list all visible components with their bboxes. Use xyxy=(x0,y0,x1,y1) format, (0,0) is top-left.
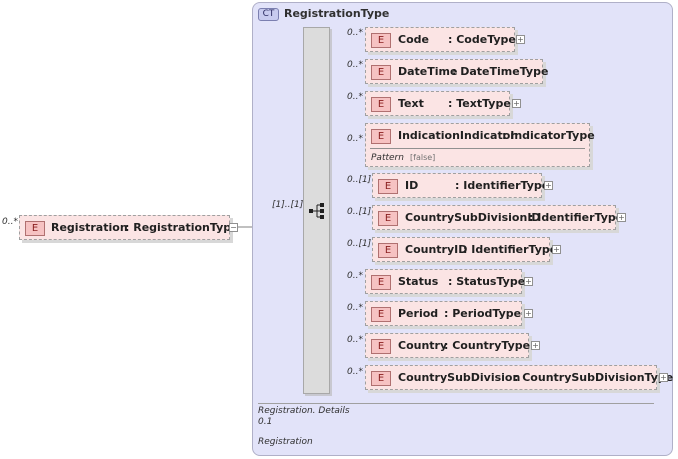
expand-icon[interactable]: + xyxy=(659,373,668,382)
expand-icon[interactable]: + xyxy=(617,213,626,222)
element-badge: E xyxy=(378,243,398,258)
expand-icon[interactable]: + xyxy=(524,309,533,318)
element-type: : CodeType xyxy=(448,33,516,46)
element-type: : IndicatorType xyxy=(502,129,595,142)
element-type: : CountrySubDivisionType xyxy=(514,371,674,384)
element-type: : CountryType xyxy=(444,339,531,352)
element-type: : StatusType xyxy=(448,275,526,288)
multiplicity-datetime: 0..* xyxy=(347,60,363,70)
multiplicity-text: 0..* xyxy=(347,92,363,102)
collapse-icon[interactable]: − xyxy=(229,223,238,232)
element-name: DateTime xyxy=(398,65,458,78)
element-countryid[interactable]: E CountryID : IdentifierType xyxy=(372,237,557,262)
element-name: Status xyxy=(398,275,439,288)
expand-icon[interactable]: + xyxy=(516,35,525,44)
element-name: Period xyxy=(398,307,439,320)
element-countrysubdivision[interactable]: E CountrySubDivision : CountrySubDivisio… xyxy=(365,365,673,390)
element-type: : IdentifierType xyxy=(529,211,624,224)
element-name: ID xyxy=(405,179,419,192)
complex-type-title: RegistrationType xyxy=(284,7,390,20)
multiplicity-countryid: 0..[1] xyxy=(347,239,372,249)
element-name: CountrySubDivisionID xyxy=(405,211,541,224)
element-badge: E xyxy=(371,65,391,80)
multiplicity-period: 0..* xyxy=(347,303,363,313)
element-name: Text xyxy=(398,97,424,110)
root-multiplicity: 0..* xyxy=(2,217,18,227)
element-badge: E xyxy=(378,211,398,226)
element-type: : DateTimeType xyxy=(452,65,549,78)
element-badge: E xyxy=(371,275,391,290)
element-type: : IdentifierType xyxy=(455,179,550,192)
element-badge: E xyxy=(371,339,391,354)
multiplicity-status: 0..* xyxy=(347,271,363,281)
multiplicity-code: 0..* xyxy=(347,28,363,38)
element-type: : TextType xyxy=(448,97,511,110)
element-text[interactable]: E Text : TextType xyxy=(365,91,511,116)
sequence-multiplicity: [1]..[1] xyxy=(272,200,304,210)
element-badge: E xyxy=(371,97,391,112)
element-type: : RegistrationType xyxy=(125,221,239,234)
element-name: CountryID xyxy=(405,243,468,256)
element-datetime[interactable]: E DateTime : DateTimeType xyxy=(365,59,548,84)
element-name: CountrySubDivision xyxy=(398,371,521,384)
footer-line-2: 0.1 xyxy=(258,417,273,427)
expand-icon[interactable]: + xyxy=(544,181,553,190)
footer-line-3: Registration xyxy=(258,437,313,447)
multiplicity-countrysubdivisionid: 0..[1] xyxy=(347,207,372,217)
element-type: : PeriodType xyxy=(444,307,522,320)
sequence-icon xyxy=(309,203,324,219)
element-period[interactable]: E Period : PeriodType xyxy=(365,301,522,326)
element-badge: E xyxy=(371,307,391,322)
element-name: IndicationIndicator xyxy=(398,129,516,142)
element-name: Registration xyxy=(51,221,128,234)
expand-icon[interactable]: + xyxy=(524,277,533,286)
element-type: : IdentifierType xyxy=(463,243,558,256)
element-country[interactable]: E Country : CountryType xyxy=(365,333,531,358)
element-badge: E xyxy=(25,221,45,236)
expand-icon[interactable]: + xyxy=(512,99,521,108)
facet-divider xyxy=(370,148,585,149)
facet-value: [false] xyxy=(410,153,436,162)
element-code[interactable]: E Code : CodeType xyxy=(365,27,516,52)
multiplicity-indicationindicator: 0..* xyxy=(347,134,363,144)
element-badge: E xyxy=(371,371,391,386)
element-countrysubdivisionid[interactable]: E CountrySubDivisionID : IdentifierType xyxy=(372,205,623,230)
element-name: Country xyxy=(398,339,448,352)
complex-type-badge: CT xyxy=(258,8,279,21)
element-id[interactable]: E ID : IdentifierType xyxy=(372,173,549,198)
expand-icon[interactable]: + xyxy=(531,341,540,350)
multiplicity-id: 0..[1] xyxy=(347,175,372,185)
element-badge: E xyxy=(378,179,398,194)
root-element-registration[interactable]: E Registration : RegistrationType xyxy=(19,215,239,240)
element-indicationindicator[interactable]: E IndicationIndicator : IndicatorType Pa… xyxy=(365,123,595,167)
footer-line-1: Registration. Details xyxy=(258,406,350,416)
element-status[interactable]: E Status : StatusType xyxy=(365,269,526,294)
expand-icon[interactable]: + xyxy=(552,245,561,254)
element-badge: E xyxy=(371,33,391,48)
multiplicity-countrysubdivision: 0..* xyxy=(347,367,363,377)
element-badge: E xyxy=(371,129,391,144)
multiplicity-country: 0..* xyxy=(347,335,363,345)
footer-divider xyxy=(258,403,654,404)
element-name: Code xyxy=(398,33,429,46)
facet-label: Pattern xyxy=(371,153,404,163)
